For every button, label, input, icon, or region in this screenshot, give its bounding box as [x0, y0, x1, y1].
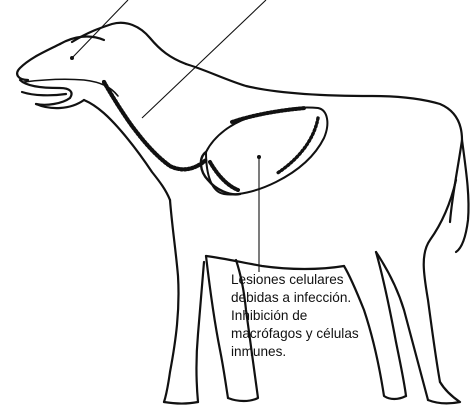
annotation-line-3: Inhibición de — [231, 307, 351, 325]
annotation-line-5: inmunes. — [231, 343, 351, 361]
infection-annotation: Lesiones celulares debidas a infección. … — [231, 271, 351, 361]
annotation-line-1: Lesiones celulares — [231, 271, 351, 289]
annotation-line-4: macrófagos y células — [231, 325, 351, 343]
lung — [201, 107, 327, 194]
leader-dots — [70, 56, 261, 159]
leader-lines — [72, 0, 266, 272]
annotation-line-2: debidas a infección. — [231, 289, 351, 307]
